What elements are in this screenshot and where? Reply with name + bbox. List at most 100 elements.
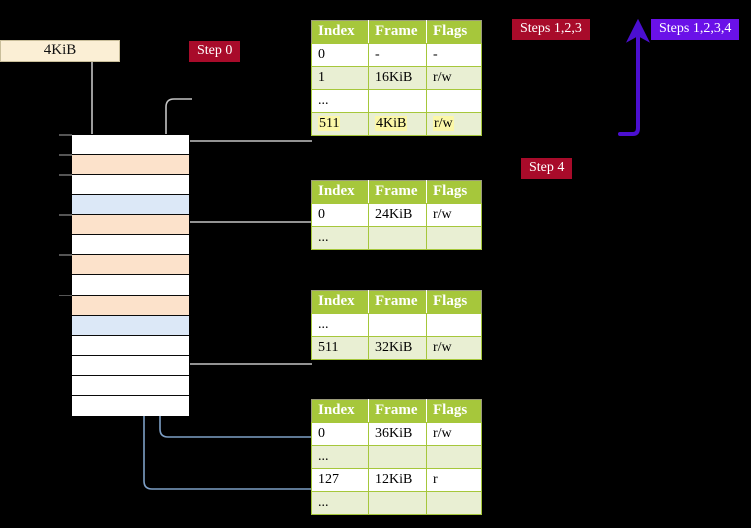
table-row: ... xyxy=(311,226,482,250)
cell-frame: 4KiB xyxy=(368,112,427,136)
memory-tick xyxy=(59,154,72,156)
cell-flags xyxy=(426,89,482,113)
cell-frame xyxy=(368,491,427,515)
memory-frame-row xyxy=(72,355,189,376)
column-header-frame: Frame xyxy=(368,20,427,44)
label-step-4: Step 4 xyxy=(521,158,573,179)
column-header-flags: Flags xyxy=(426,290,482,314)
cell-index: ... xyxy=(311,491,369,515)
memory-tick xyxy=(59,174,72,176)
cell-frame xyxy=(368,89,427,113)
cell-frame: 24KiB xyxy=(368,203,427,227)
cell-index: 0 xyxy=(311,203,369,227)
cell-index: 1 xyxy=(311,66,369,90)
cell-flags xyxy=(426,445,482,469)
source-frame-box: 4KiB xyxy=(0,40,120,62)
cell-flags: r/w xyxy=(426,336,482,360)
cell-frame xyxy=(368,226,427,250)
cell-flags: r/w xyxy=(426,203,482,227)
cell-flags: r/w xyxy=(426,66,482,90)
memory-frame-row xyxy=(72,375,189,396)
memory-tick xyxy=(59,294,72,297)
memory-frame-row xyxy=(72,335,189,356)
table-header-row: Index Frame Flags xyxy=(311,180,482,204)
memory-frame-row xyxy=(72,315,189,336)
table-row: ... xyxy=(311,89,482,113)
cell-index: 0 xyxy=(311,43,369,67)
memory-tick xyxy=(59,254,72,256)
memory-frame-row xyxy=(72,395,189,416)
arrow-table2-to-memory xyxy=(173,158,312,231)
cell-frame: 32KiB xyxy=(368,336,427,360)
memory-frame-row xyxy=(72,215,189,236)
table-row: 0-- xyxy=(311,43,482,67)
cell-frame: 12KiB xyxy=(368,468,427,492)
column-header-frame: Frame xyxy=(368,290,427,314)
cell-index: 0 xyxy=(311,422,369,446)
table-row: ... xyxy=(311,445,482,469)
memory-frame-row xyxy=(72,135,189,156)
memory-frame-row xyxy=(72,235,189,256)
cell-index: 511 xyxy=(311,112,369,136)
cell-frame: 16KiB xyxy=(368,66,427,90)
memory-tick xyxy=(59,214,72,216)
memory-frame-row xyxy=(72,175,189,196)
cell-index: 127 xyxy=(311,468,369,492)
column-header-index: Index xyxy=(311,20,369,44)
cell-index: 511 xyxy=(311,336,369,360)
table-header-row: Index Frame Flags xyxy=(311,399,482,423)
table-header-row: Index Frame Flags xyxy=(311,290,482,314)
cell-index: ... xyxy=(311,226,369,250)
cell-frame xyxy=(368,445,427,469)
memory-frame-row xyxy=(72,255,189,276)
column-header-flags: Flags xyxy=(426,20,482,44)
column-header-frame: Frame xyxy=(368,180,427,204)
cell-frame: 36KiB xyxy=(368,422,427,446)
memory-tick xyxy=(59,134,72,136)
cell-flags: r xyxy=(426,468,482,492)
memory-frame-row xyxy=(72,295,189,316)
arrow-steps-1234-bracket xyxy=(618,18,650,136)
cell-frame: - xyxy=(368,43,427,67)
cell-frame xyxy=(368,313,427,337)
column-header-index: Index xyxy=(311,399,369,423)
column-header-flags: Flags xyxy=(426,180,482,204)
column-header-index: Index xyxy=(311,180,369,204)
memory-frame-row xyxy=(72,155,189,176)
cell-index: ... xyxy=(311,89,369,113)
physical-memory-column xyxy=(71,134,190,416)
memory-frame-row xyxy=(72,275,189,296)
column-header-flags: Flags xyxy=(426,399,482,423)
cell-flags xyxy=(426,226,482,250)
cell-flags: r/w xyxy=(426,112,482,136)
table-row: ... xyxy=(311,491,482,515)
column-header-frame: Frame xyxy=(368,399,427,423)
table-row: ... xyxy=(311,313,482,337)
cell-flags xyxy=(426,313,482,337)
column-header-index: Index xyxy=(311,290,369,314)
cell-index: ... xyxy=(311,313,369,337)
cell-flags xyxy=(426,491,482,515)
cell-flags: r/w xyxy=(426,422,482,446)
cell-flags: - xyxy=(426,43,482,67)
label-step-0: Step 0 xyxy=(189,41,241,62)
label-steps-1234: Steps 1,2,3,4 xyxy=(651,19,740,40)
cell-index: ... xyxy=(311,445,369,469)
memory-frame-row xyxy=(72,195,189,216)
table-header-row: Index Frame Flags xyxy=(311,20,482,44)
arrow-table3-to-memory xyxy=(174,297,312,365)
